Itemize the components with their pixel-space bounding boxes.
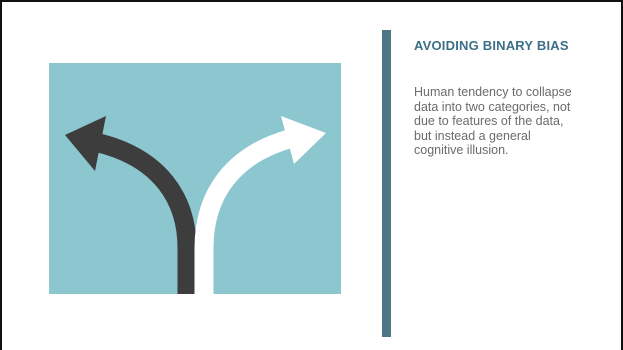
fork-arrows-image — [49, 63, 341, 294]
accent-bar — [382, 30, 391, 337]
left-arrow-icon — [65, 116, 197, 294]
slide-body-text: Human tendency to collapse data into two… — [414, 85, 572, 157]
slide-title: AVOIDING BINARY BIAS — [414, 38, 569, 53]
split-arrows-icon — [65, 116, 326, 294]
right-arrow-icon — [194, 116, 326, 294]
